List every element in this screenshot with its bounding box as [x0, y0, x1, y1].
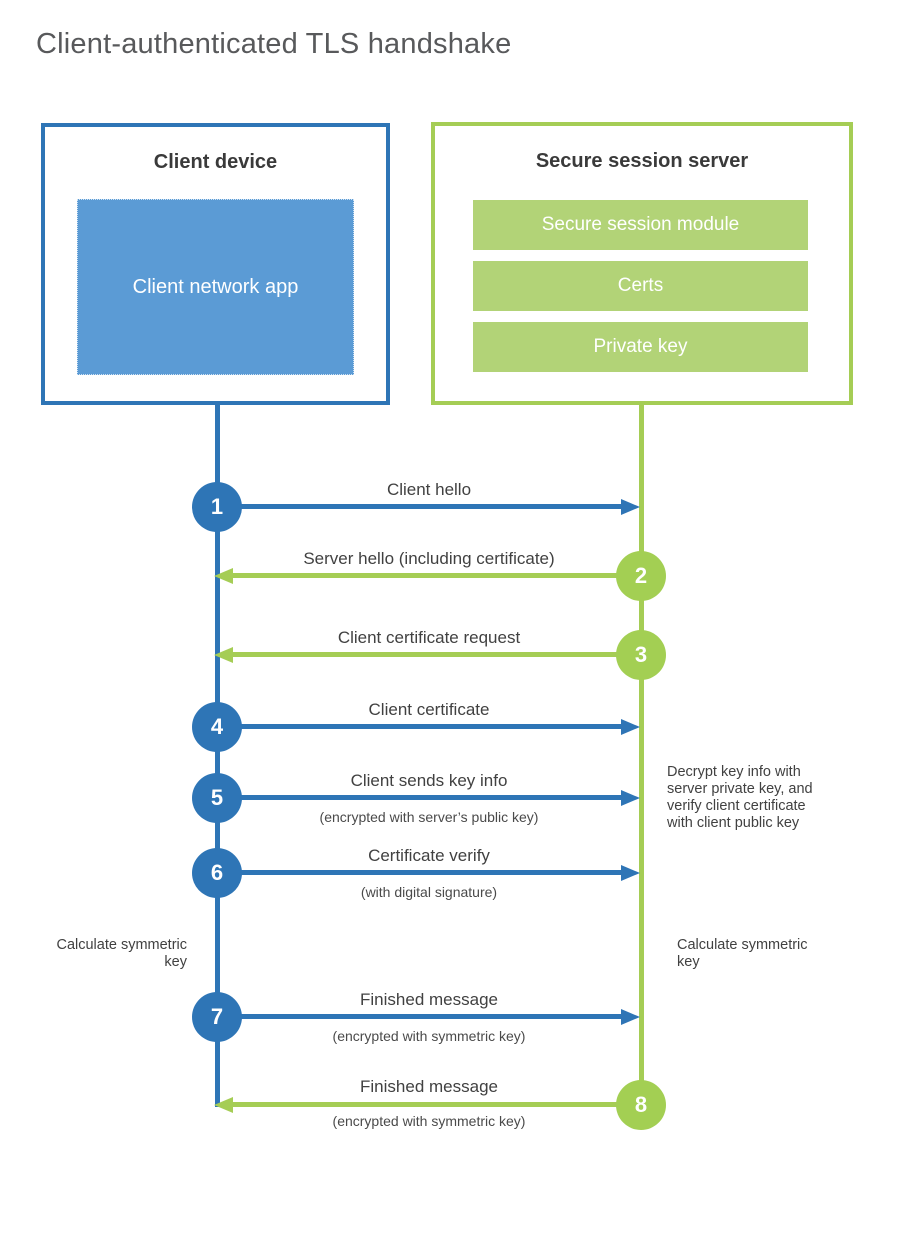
step-number: 3 [634, 642, 648, 667]
message-label: Certificate verify [368, 846, 490, 865]
message-sublabel: (encrypted with symmetric key) [332, 1113, 526, 1129]
arrow-right-icon [621, 865, 640, 881]
step-number: 5 [210, 785, 224, 810]
decrypt-key-note: Decrypt key info with server private key… [667, 764, 813, 831]
server-certs-label: Certs [617, 275, 664, 296]
server-private-key-bar: Private key [473, 322, 808, 372]
client-device-title: Client device [153, 151, 278, 173]
message-arrow-shaft [233, 573, 641, 578]
message-label: Client certificate [368, 700, 490, 719]
message-arrow-shaft [217, 1014, 621, 1019]
message-label: Client hello [386, 480, 472, 499]
step-number: 1 [210, 494, 224, 519]
step-number: 2 [634, 563, 648, 588]
message-label: Client sends key info [350, 771, 508, 790]
message-arrow-shaft [217, 504, 621, 509]
client-lifeline [215, 405, 220, 1107]
step-badge: 2 [616, 551, 666, 601]
calculate-symmetric-key-note-client: Calculate symmetric key [56, 937, 187, 970]
arrow-left-icon [214, 647, 233, 663]
server-module-bar: Secure session module [473, 200, 808, 250]
page-title: Client-authenticated TLS handshake [36, 28, 512, 60]
step-badge: 6 [192, 848, 242, 898]
message-arrow-shaft [217, 870, 621, 875]
message-sublabel: (encrypted with symmetric key) [332, 1028, 526, 1044]
step-badge: 1 [192, 482, 242, 532]
arrow-left-icon [214, 568, 233, 584]
message-arrow-shaft [217, 795, 621, 800]
message-label: Server hello (including certificate) [303, 549, 555, 568]
message-sublabel: (encrypted with server’s public key) [319, 809, 539, 825]
server-module-label: Secure session module [541, 214, 740, 235]
arrow-right-icon [621, 1009, 640, 1025]
step-number: 7 [210, 1004, 224, 1029]
message-label: Client certificate request [337, 628, 521, 647]
secure-session-server-title: Secure session server [535, 150, 749, 172]
client-network-app-label: Client network app [132, 275, 299, 298]
arrow-right-icon [621, 499, 640, 515]
arrow-right-icon [621, 719, 640, 735]
step-badge: 7 [192, 992, 242, 1042]
secure-session-server-box: Secure session server Secure session mod… [431, 122, 853, 405]
message-arrow-shaft [233, 652, 641, 657]
step-number: 4 [210, 714, 224, 739]
step-badge: 4 [192, 702, 242, 752]
step-badge: 3 [616, 630, 666, 680]
step-number: 8 [634, 1092, 648, 1117]
message-sublabel: (with digital signature) [360, 884, 498, 900]
message-label: Finished message [360, 1077, 498, 1096]
step-badge: 8 [616, 1080, 666, 1130]
server-certs-bar: Certs [473, 261, 808, 311]
step-number: 6 [210, 860, 224, 885]
server-private-key-label: Private key [593, 336, 688, 357]
arrow-left-icon [214, 1097, 233, 1113]
client-device-box: Client device Client network app [41, 123, 390, 405]
calculate-symmetric-key-note-server: Calculate symmetric key [677, 937, 808, 970]
message-arrow-shaft [233, 1102, 641, 1107]
step-badge: 5 [192, 773, 242, 823]
message-label: Finished message [360, 990, 498, 1009]
server-lifeline [639, 405, 644, 1107]
message-arrow-shaft [217, 724, 621, 729]
client-network-app-box: Client network app [77, 199, 354, 375]
arrow-right-icon [621, 790, 640, 806]
